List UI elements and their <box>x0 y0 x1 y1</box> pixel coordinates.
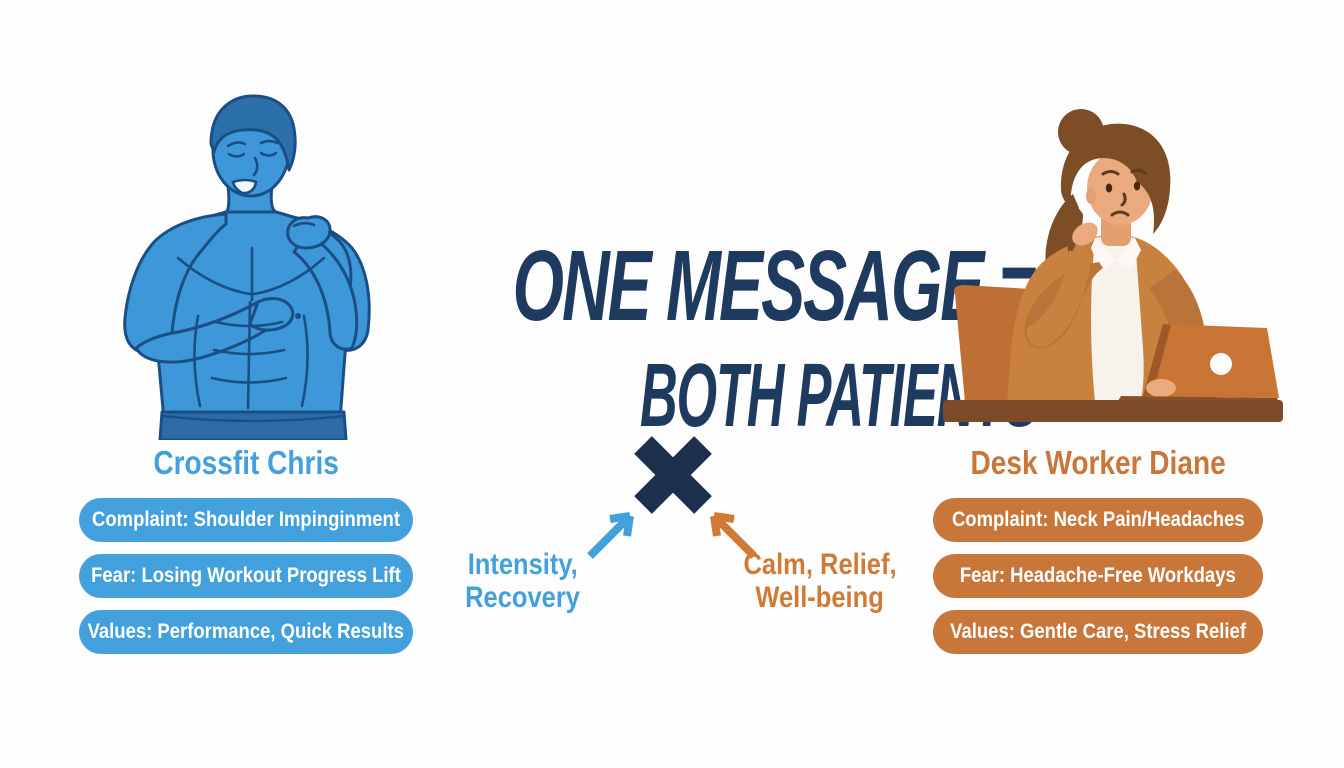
man-shorts <box>158 410 348 440</box>
diane-values-pill: Values: Gentle Care, Stress Relief <box>933 610 1263 654</box>
woman-shirt <box>1091 234 1144 402</box>
diane-values-text: Values: Gentle Care, Stress Relief <box>950 620 1246 643</box>
chris-fear-pill: Fear: Losing Workout Progress Lift <box>79 554 413 598</box>
laptop-logo <box>1210 353 1232 375</box>
headline-line1: ONE MESSAGE = <box>512 230 1038 342</box>
woman-hand-at-neck <box>1072 222 1098 246</box>
chris-fear-text: Fear: Losing Workout Progress Lift <box>91 564 401 587</box>
chris-values-text: Values: Performance, Quick Results <box>87 620 405 643</box>
blue-arrow-up-right-icon <box>587 512 634 559</box>
man-face-and-muscles <box>160 139 346 423</box>
man-hand-on-shoulder <box>286 215 332 250</box>
persona-name-desk-worker-diane: Desk Worker Diane <box>970 444 1226 481</box>
orange-arrow-label: Calm, Relief, Well-being <box>743 548 897 614</box>
woman-face <box>1101 168 1147 217</box>
man-hair <box>209 94 297 172</box>
woman-hand-typing <box>1146 379 1176 397</box>
diane-complaint-pill: Complaint: Neck Pain/Headaches <box>933 498 1263 542</box>
x-mark-icon <box>634 436 712 514</box>
diane-fear-text: Fear: Headache-Free Workdays <box>960 564 1236 587</box>
headline: ONE MESSAGE = BOTH PATIENTS <box>378 236 1039 462</box>
diane-complaint-text: Complaint: Neck Pain/Headaches <box>951 508 1245 531</box>
orange-arrow-up-left-icon <box>710 512 757 559</box>
chris-complaint-text: Complaint: Shoulder Impinginment <box>92 508 400 531</box>
chris-values-pill: Values: Performance, Quick Results <box>79 610 413 654</box>
desk-worker-diane-illustration <box>943 109 1283 422</box>
desk <box>943 400 1283 422</box>
hair-bun <box>1058 109 1104 155</box>
diane-fear-pill: Fear: Headache-Free Workdays <box>933 554 1263 598</box>
persona-name-crossfit-chris: Crossfit Chris <box>153 444 339 481</box>
crossfit-chris-illustration <box>123 94 371 440</box>
chris-complaint-pill: Complaint: Shoulder Impinginment <box>79 498 413 542</box>
blue-arrow-label: Intensity, Recovery <box>465 548 581 614</box>
